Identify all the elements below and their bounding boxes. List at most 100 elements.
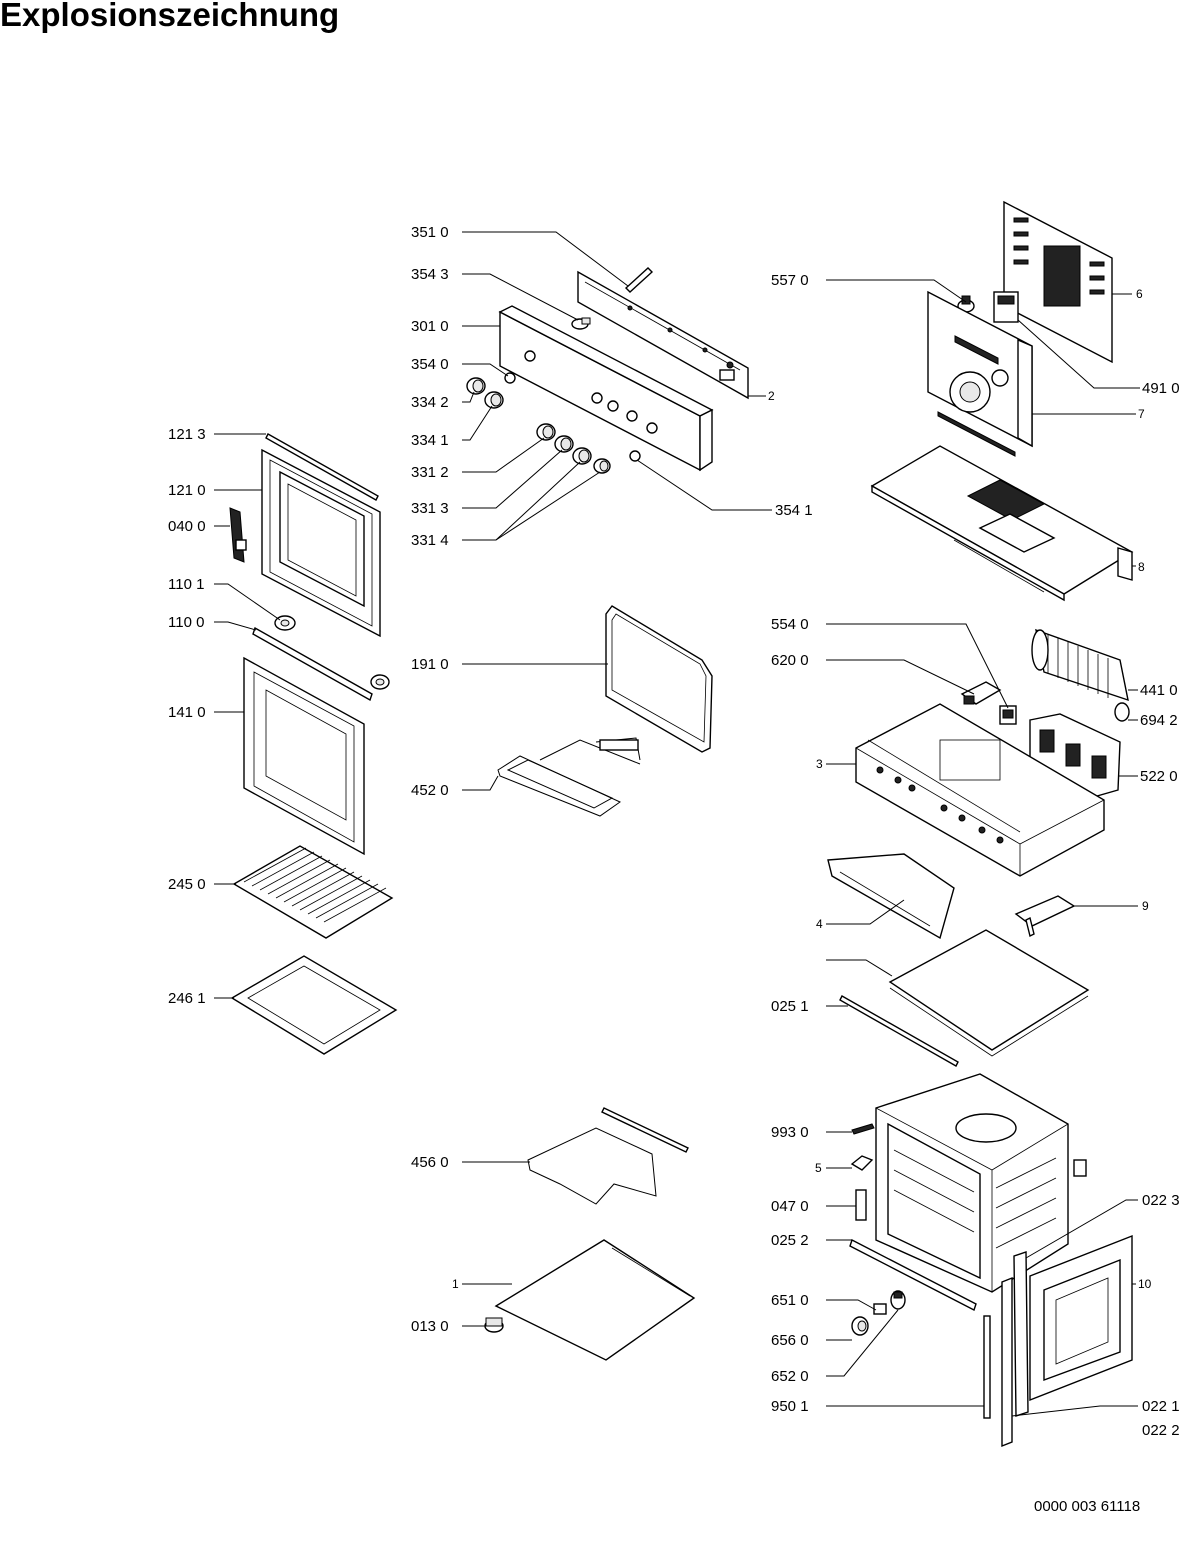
label-0223: 022 3 — [1142, 1192, 1180, 1209]
label-6942: 694 2 — [1140, 712, 1178, 729]
label-5570: 557 0 — [771, 272, 809, 289]
part-6560-knob — [851, 1316, 869, 1336]
part-2450-wire-rack — [232, 845, 394, 939]
label-1101: 110 1 — [168, 576, 204, 593]
part-6510-knob-shaft — [873, 1303, 887, 1315]
label-9: 9 — [1142, 899, 1149, 913]
label-4560: 456 0 — [411, 1154, 449, 1171]
label-2450: 245 0 — [168, 876, 206, 893]
part-4910-thermostat — [993, 291, 1019, 323]
label-6200: 620 0 — [771, 652, 809, 669]
label-4: 4 — [816, 917, 823, 931]
part-9501-rod — [983, 1315, 991, 1419]
right-housing-group — [827, 628, 1130, 1067]
label-9501: 950 1 — [771, 1398, 809, 1415]
part-1910-door-seal — [605, 605, 713, 753]
part-4-air-duct — [827, 853, 955, 940]
label-3010: 301 0 — [411, 318, 449, 335]
label-2: 2 — [768, 389, 775, 403]
part-5540-sensor — [999, 705, 1017, 725]
page-title: Explosionszeichnung — [0, 0, 340, 33]
part-4560-bottom-element — [527, 1107, 689, 1205]
label-8: 8 — [1138, 560, 1145, 574]
label-1910: 191 0 — [411, 656, 449, 673]
part-4520-grill-element — [497, 737, 641, 817]
part-5-clip — [850, 1155, 874, 1171]
label-1213: 121 3 — [168, 426, 206, 443]
part-9-bracket — [1014, 895, 1076, 938]
label-4410: 441 0 — [1140, 682, 1178, 699]
part-cover-plate — [888, 929, 1090, 1057]
label-3543: 354 3 — [411, 266, 449, 283]
label-4520: 452 0 — [411, 782, 449, 799]
label-6510: 651 0 — [771, 1292, 809, 1309]
part-3010-front-panel — [498, 305, 714, 472]
part-0400-hinge — [229, 507, 247, 563]
label-0130: 013 0 — [411, 1318, 449, 1335]
part-3510-pin — [624, 267, 654, 293]
part-6520-switch — [890, 1290, 906, 1310]
part-1213-strip — [265, 433, 379, 501]
part-8-top-cover — [870, 445, 1134, 602]
label-0221: 022 1 — [1142, 1398, 1180, 1415]
label-5220: 522 0 — [1140, 768, 1178, 785]
label-3342: 334 2 — [411, 394, 449, 411]
part-4410-tangential-fan — [1031, 628, 1129, 702]
part-3313-knob — [554, 435, 574, 453]
label-5540: 554 0 — [771, 616, 809, 633]
label-0252: 025 2 — [771, 1232, 809, 1249]
part-3-control-housing — [855, 703, 1105, 877]
part-2-panel-bracket — [577, 270, 749, 400]
label-5: 5 — [815, 1161, 822, 1175]
label-0251: 025 1 — [771, 998, 809, 1015]
label-1210: 121 0 — [168, 482, 206, 499]
label-0222: 022 2 — [1142, 1422, 1180, 1439]
label-4910: 491 0 — [1142, 380, 1180, 397]
label-2461: 246 1 — [168, 990, 206, 1007]
label-1100: 110 0 — [168, 614, 204, 631]
part-1210-inner-door — [261, 448, 381, 638]
part-10-side-panel — [1029, 1234, 1133, 1402]
part-0470-hinge-receiver — [855, 1189, 867, 1221]
part-3314-knob-b — [593, 458, 611, 474]
part-3314-knob-a — [572, 447, 592, 465]
control-panel-group — [466, 267, 749, 474]
part-2461-baking-tray — [230, 955, 398, 1055]
label-10: 10 — [1138, 1277, 1152, 1291]
part-0221-strip — [1001, 1276, 1013, 1448]
label-3540: 354 0 — [411, 356, 449, 373]
part-6200-switch — [960, 681, 1002, 705]
part-3342-knob — [466, 377, 486, 395]
part-oven-cavity — [875, 1073, 1087, 1293]
label-1: 1 — [452, 1277, 459, 1291]
label-6560: 656 0 — [771, 1332, 809, 1349]
label-7: 7 — [1138, 407, 1145, 421]
part-0130-foot — [484, 1317, 504, 1333]
part-1100-rod — [252, 626, 390, 702]
part-labels: 351 0 354 3 301 0 354 0 334 2 334 1 331 … — [168, 224, 1180, 1439]
oven-cavity-group — [849, 1073, 1133, 1448]
label-9930: 993 0 — [771, 1124, 809, 1141]
label-3312: 331 2 — [411, 464, 449, 481]
part-3312-knob — [536, 423, 556, 441]
label-0400: 040 0 — [168, 518, 206, 535]
leader-lines — [214, 231, 1140, 1417]
label-3541: 354 1 — [775, 502, 813, 519]
part-0252-rail — [849, 1239, 977, 1311]
document-number: 0000 003 61118 — [1034, 1498, 1141, 1515]
label-3510: 351 0 — [411, 224, 449, 241]
label-6: 6 — [1136, 287, 1143, 301]
part-6942-lamp — [1114, 702, 1130, 722]
label-3341: 334 1 — [411, 432, 449, 449]
label-1410: 141 0 — [168, 704, 206, 721]
part-1410-outer-glass — [243, 656, 365, 856]
label-3313: 331 3 — [411, 500, 449, 517]
part-3341-knob — [484, 391, 504, 409]
part-9930-screw — [851, 1123, 875, 1135]
door-group — [229, 433, 398, 1055]
part-0251-rail — [839, 995, 959, 1067]
part-0223-strip — [1013, 1251, 1029, 1417]
part-7-rear-panel — [927, 290, 1033, 457]
label-3314: 331 4 — [411, 532, 449, 549]
